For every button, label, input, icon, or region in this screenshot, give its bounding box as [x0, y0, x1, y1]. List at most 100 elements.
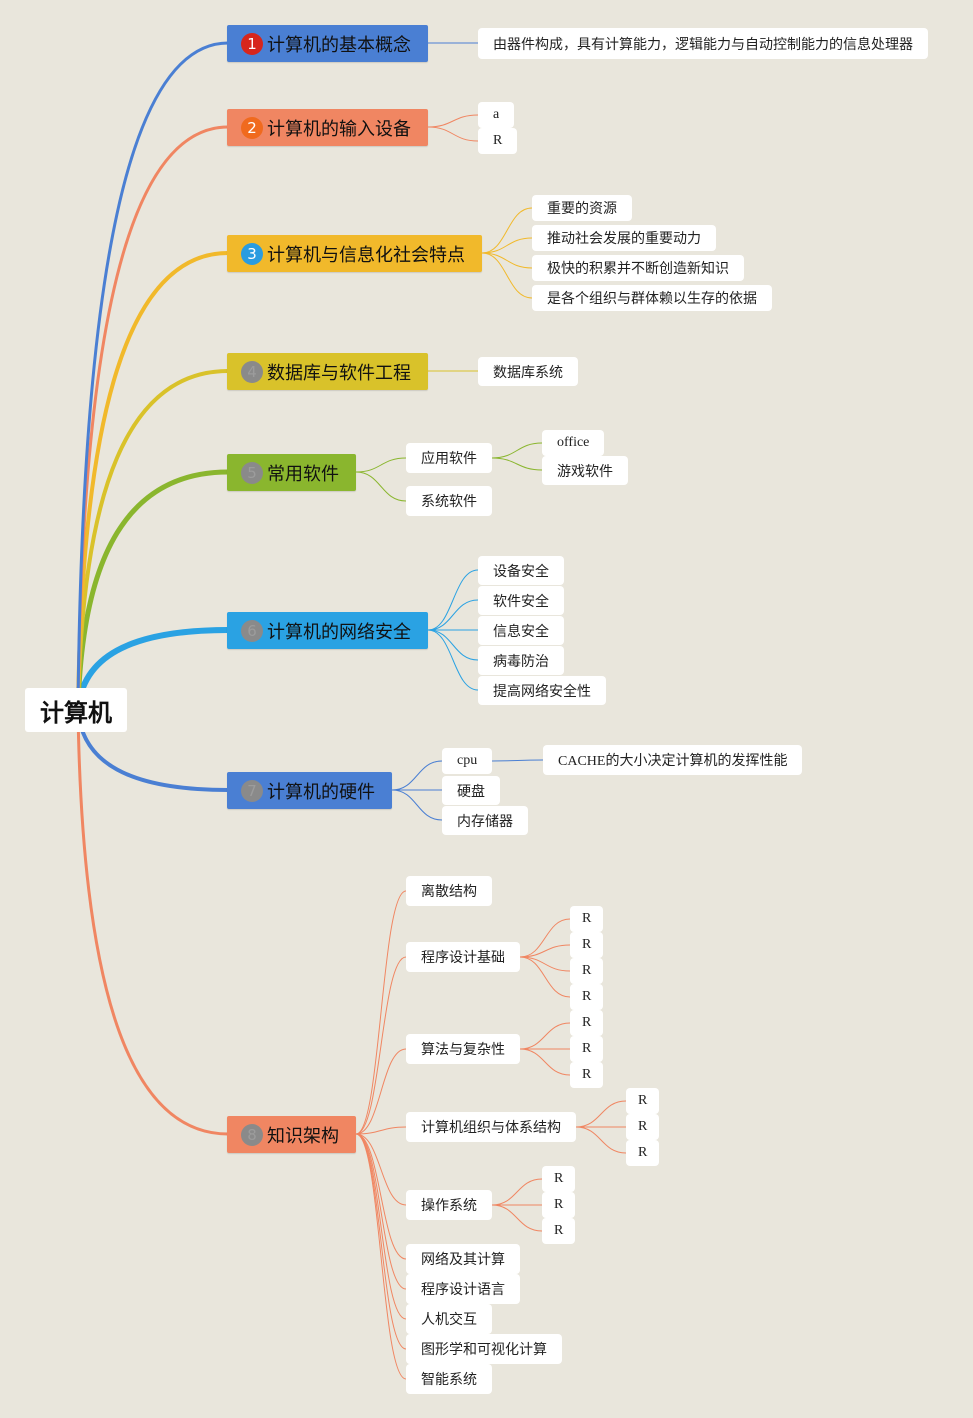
leaf-programming-languages[interactable]: 程序设计语言: [406, 1274, 520, 1304]
connector-line: [391, 789, 443, 821]
connector-line: [519, 944, 571, 958]
connector-line: [481, 252, 533, 269]
branch-label: 计算机的网络安全: [267, 621, 411, 643]
number-7-icon: 7: [241, 779, 263, 802]
leaf-r[interactable]: R: [626, 1140, 660, 1166]
leaf-algorithms-complexity[interactable]: 算法与复杂性: [406, 1034, 520, 1064]
leaf-game-software[interactable]: 游戏软件: [542, 456, 628, 485]
connector-line: [355, 1133, 407, 1380]
leaf-r[interactable]: R: [570, 1062, 604, 1088]
leaf-input-r[interactable]: R: [478, 128, 518, 154]
connector-line: [519, 956, 571, 972]
number-3-icon: 3: [241, 242, 263, 265]
connector-line: [355, 1133, 407, 1320]
branch-network-security[interactable]: 6 计算机的网络安全: [227, 612, 428, 649]
connector-line: [355, 1126, 407, 1135]
branch-label: 计算机与信息化社会特点: [267, 244, 465, 266]
branch-common-software[interactable]: 5 常用软件: [227, 454, 356, 491]
leaf-programming-fundamentals[interactable]: 程序设计基础: [406, 942, 520, 972]
connector-line: [519, 1048, 571, 1076]
leaf-r[interactable]: R: [570, 958, 604, 984]
connector-line: [491, 1178, 543, 1206]
connector-line: [355, 1048, 407, 1135]
number-8-icon: 8: [241, 1123, 263, 1146]
leaf-r[interactable]: R: [626, 1088, 660, 1114]
leaf-database-system[interactable]: 数据库系统: [478, 357, 578, 386]
connector-line: [427, 629, 479, 691]
connector-line: [481, 237, 533, 254]
branch-knowledge-architecture[interactable]: 8 知识架构: [227, 1116, 356, 1153]
connector-line: [355, 1133, 407, 1350]
branch-label: 计算机的输入设备: [267, 118, 411, 140]
leaf-security-5[interactable]: 提高网络安全性: [478, 676, 606, 705]
branch-label: 知识架构: [267, 1125, 339, 1147]
leaf-application-software[interactable]: 应用软件: [406, 443, 492, 473]
leaf-r[interactable]: R: [570, 984, 604, 1010]
leaf-intelligent-systems[interactable]: 智能系统: [406, 1364, 492, 1394]
connector-line: [575, 1126, 627, 1154]
branch-hardware[interactable]: 7 计算机的硬件: [227, 772, 392, 809]
trunk-line-1: [76, 41, 229, 711]
branch-information-society[interactable]: 3 计算机与信息化社会特点: [227, 235, 482, 272]
connector-line: [491, 1204, 543, 1232]
leaf-memory[interactable]: 内存储器: [442, 806, 528, 835]
leaf-operating-systems[interactable]: 操作系统: [406, 1190, 492, 1220]
leaf-input-a[interactable]: a: [478, 102, 515, 128]
connector-line: [355, 1133, 407, 1206]
connector-line: [481, 207, 533, 254]
connector-line: [355, 956, 407, 1135]
trunk-line-8: [76, 709, 229, 1136]
leaf-r[interactable]: R: [542, 1218, 576, 1244]
branch-label: 计算机的硬件: [267, 781, 375, 803]
leaf-security-3[interactable]: 信息安全: [478, 616, 564, 645]
leaf-r[interactable]: R: [570, 906, 604, 932]
leaf-computer-organization[interactable]: 计算机组织与体系结构: [406, 1112, 576, 1142]
leaf-r[interactable]: R: [626, 1114, 660, 1140]
number-2-icon: 2: [241, 116, 263, 139]
leaf-r[interactable]: R: [542, 1166, 576, 1192]
connector-line: [355, 471, 407, 502]
leaf-security-2[interactable]: 软件安全: [478, 586, 564, 615]
connector-line: [427, 114, 479, 128]
branch-label: 数据库与软件工程: [267, 362, 411, 384]
leaf-hard-disk[interactable]: 硬盘: [442, 776, 500, 805]
connector-line: [355, 1133, 407, 1290]
branch-label: 常用软件: [267, 463, 339, 485]
connector-line: [427, 629, 479, 661]
leaf-society-4[interactable]: 是各个组织与群体赖以生存的依据: [532, 285, 772, 311]
leaf-society-3[interactable]: 极快的积累并不断创造新知识: [532, 255, 744, 281]
leaf-security-4[interactable]: 病毒防治: [478, 646, 564, 675]
number-6-icon: 6: [241, 619, 263, 642]
number-1-icon: 1: [241, 32, 263, 55]
branch-basic-concept[interactable]: 1 计算机的基本概念: [227, 25, 428, 62]
connector-line: [575, 1100, 627, 1128]
leaf-society-1[interactable]: 重要的资源: [532, 195, 632, 221]
connector-line: [491, 759, 544, 762]
root-node[interactable]: 计算机: [25, 688, 127, 732]
connector-line: [519, 1022, 571, 1050]
branch-label: 计算机的基本概念: [267, 34, 411, 56]
leaf-r[interactable]: R: [570, 1036, 604, 1062]
leaf-society-2[interactable]: 推动社会发展的重要动力: [532, 225, 716, 251]
branch-input-devices[interactable]: 2 计算机的输入设备: [227, 109, 428, 146]
connector-line: [519, 956, 571, 998]
branch-database-software-engineering[interactable]: 4 数据库与软件工程: [227, 353, 428, 390]
leaf-networking[interactable]: 网络及其计算: [406, 1244, 520, 1274]
leaf-cache-note[interactable]: CACHE的大小决定计算机的发挥性能: [543, 745, 803, 775]
leaf-r[interactable]: R: [570, 1010, 604, 1036]
leaf-security-1[interactable]: 设备安全: [478, 556, 564, 585]
trunk-line-2: [76, 125, 229, 711]
leaf-hci[interactable]: 人机交互: [406, 1304, 492, 1334]
leaf-office[interactable]: office: [542, 430, 605, 456]
leaf-definition[interactable]: 由器件构成，具有计算能力，逻辑能力与自动控制能力的信息处理器: [478, 28, 928, 59]
number-5-icon: 5: [241, 461, 263, 484]
leaf-r[interactable]: R: [542, 1192, 576, 1218]
connector-line: [427, 599, 479, 631]
leaf-r[interactable]: R: [570, 932, 604, 958]
leaf-system-software[interactable]: 系统软件: [406, 486, 492, 516]
connector-line: [519, 918, 571, 958]
number-4-icon: 4: [241, 360, 263, 383]
leaf-cpu[interactable]: cpu: [442, 748, 493, 774]
leaf-discrete-structures[interactable]: 离散结构: [406, 876, 492, 906]
leaf-graphics-visualization[interactable]: 图形学和可视化计算: [406, 1334, 562, 1364]
